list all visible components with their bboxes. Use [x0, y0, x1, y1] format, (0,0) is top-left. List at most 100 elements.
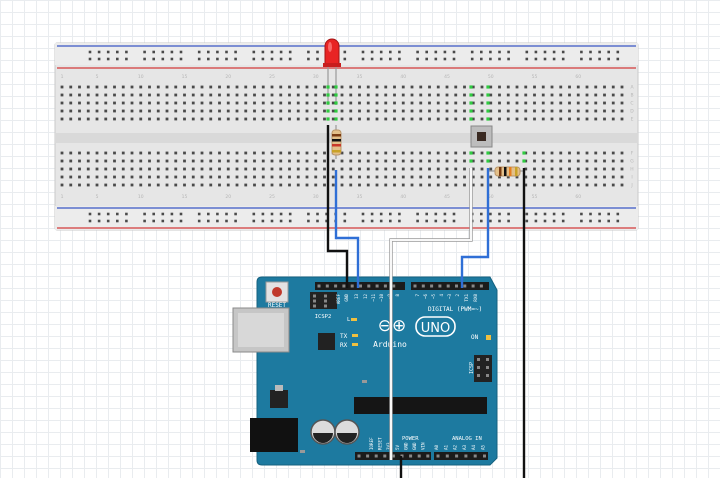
breadboard-hole — [349, 117, 353, 121]
rail-hole — [379, 219, 383, 223]
header-pin[interactable] — [359, 284, 362, 288]
header-pin[interactable] — [334, 284, 338, 288]
red-led[interactable] — [323, 38, 341, 105]
breadboard-hole — [436, 93, 440, 97]
header-pin[interactable] — [366, 454, 370, 458]
breadboard-hole — [165, 85, 169, 89]
power-pin-label: 3V3 — [386, 442, 391, 450]
header-pin[interactable] — [413, 284, 417, 288]
breadboard-hole — [463, 93, 466, 97]
header-pin[interactable] — [391, 454, 395, 458]
breadboard-hole — [218, 93, 221, 97]
header-pin[interactable] — [357, 454, 361, 458]
rail-hole — [607, 57, 610, 61]
rail-hole — [97, 57, 101, 61]
breadboard-hole — [183, 93, 186, 97]
rail-hole — [161, 219, 165, 223]
breadboard-hole — [594, 151, 598, 155]
connected-hole — [486, 159, 490, 163]
header-pin[interactable] — [392, 284, 396, 288]
resistor-led[interactable] — [331, 125, 342, 159]
rail-hole — [207, 212, 210, 216]
breadboard-hole — [270, 159, 274, 163]
breadboard-hole — [139, 175, 143, 179]
rail-hole — [589, 219, 592, 223]
header-pin[interactable] — [471, 284, 475, 288]
l-led — [351, 318, 357, 321]
breadboard-hole — [384, 167, 388, 171]
header-pin[interactable] — [317, 284, 321, 288]
header-pin[interactable] — [426, 454, 430, 458]
header-pin[interactable] — [464, 454, 468, 458]
breadboard-hole — [191, 117, 195, 121]
header-pin[interactable] — [446, 284, 450, 288]
breadboard-hole — [86, 167, 90, 171]
header-pin[interactable] — [342, 284, 346, 288]
header-pin[interactable] — [409, 454, 413, 458]
header-pin[interactable] — [438, 284, 442, 288]
breadboard-hole — [524, 151, 528, 155]
breadboard-hole — [296, 167, 300, 171]
rail-hole — [261, 50, 265, 54]
breadboard-hole — [576, 167, 580, 171]
rail-hole — [379, 50, 383, 54]
rail-hole — [116, 50, 119, 54]
wire-button-pin2[interactable] — [460, 168, 490, 288]
column-number: 40 — [400, 194, 406, 200]
header-pin[interactable] — [483, 454, 486, 458]
breadboard-hole — [156, 117, 160, 121]
breadboard-hole — [445, 167, 449, 171]
breadboard-hole — [314, 109, 318, 113]
breadboard-hole — [305, 175, 309, 179]
reset-button-cap[interactable] — [272, 287, 282, 297]
header-pin[interactable] — [479, 284, 483, 288]
breadboard-hole — [594, 117, 598, 121]
breadboard-hole — [349, 159, 353, 163]
header-pin[interactable] — [436, 454, 440, 458]
breadboard-hole — [480, 151, 484, 155]
rail-hole — [261, 219, 265, 223]
rail-hole — [534, 219, 538, 223]
breadboard-hole — [104, 167, 108, 171]
header-pin[interactable] — [350, 284, 354, 288]
breadboard-hole — [183, 167, 186, 171]
breadboard-hole — [463, 159, 466, 163]
header-pin[interactable] — [417, 454, 421, 458]
header-pin[interactable] — [374, 454, 378, 458]
wire-led-pin13[interactable] — [334, 170, 360, 288]
breadboard-hole — [620, 167, 624, 171]
resistor-button-band-3 — [509, 167, 512, 176]
header-pin[interactable] — [463, 284, 467, 288]
breadboard-hole — [156, 175, 160, 179]
breadboard-hole — [314, 151, 318, 155]
breadboard-hole — [585, 85, 589, 89]
header-pin[interactable] — [445, 454, 449, 458]
header-pin[interactable] — [383, 284, 387, 288]
resistor-led-band-2 — [332, 139, 341, 142]
header-pin[interactable] — [325, 284, 329, 288]
header-pin[interactable] — [455, 454, 459, 458]
wire-led-gnd[interactable] — [326, 125, 349, 288]
power-label: POWER — [402, 436, 419, 442]
header-pin[interactable] — [473, 454, 477, 458]
breadboard-hole — [305, 101, 309, 105]
push-button[interactable] — [470, 125, 493, 148]
rail-hole — [561, 212, 565, 216]
breadboard-hole — [148, 109, 151, 113]
header-pin[interactable] — [455, 284, 458, 288]
breadboard-hole — [323, 101, 326, 105]
header-pin[interactable] — [375, 284, 379, 288]
header-pin[interactable] — [421, 284, 425, 288]
breadboard-hole — [585, 109, 589, 113]
wire-button-5v[interactable] — [390, 168, 472, 460]
header-pin[interactable] — [430, 284, 434, 288]
resistor-button[interactable] — [488, 166, 524, 177]
rail-hole — [179, 57, 183, 61]
header-pin[interactable] — [367, 284, 371, 288]
breadboard-hole — [611, 159, 615, 163]
breadboard-hole — [524, 167, 528, 171]
power-pin-label: RESET — [378, 437, 383, 450]
header-pin[interactable] — [383, 454, 387, 458]
breadboard-hole — [261, 151, 265, 155]
rail-hole — [170, 50, 174, 54]
